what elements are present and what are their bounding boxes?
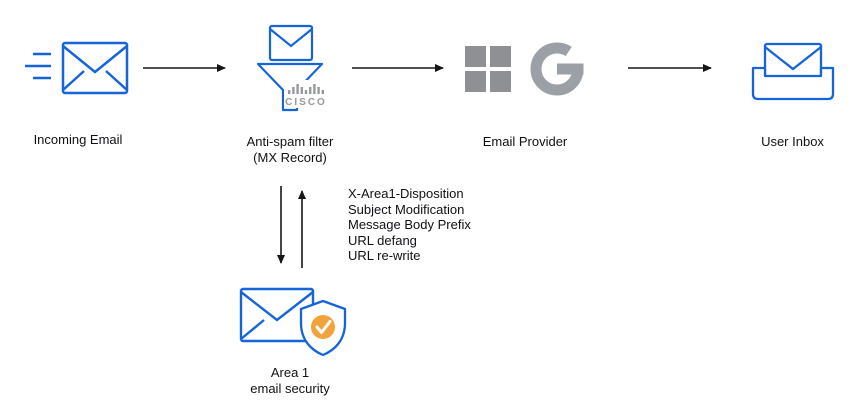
cisco-logo: CISCO [284, 80, 332, 108]
cisco-bars [288, 84, 324, 94]
antispam-filter-icon: CISCO [256, 24, 332, 112]
envelope-icon [61, 41, 129, 95]
modification-list: X-Area1-Disposition Subject Modification… [348, 186, 471, 264]
microsoft-logo [465, 46, 511, 92]
google-logo [530, 41, 585, 96]
provider-logos [465, 40, 585, 98]
modification-item: X-Area1-Disposition [348, 186, 464, 201]
check-circle [311, 315, 335, 339]
inbox-tray-icon [751, 66, 834, 101]
modification-item: Message Body Prefix [348, 217, 471, 232]
area1-security-icon [239, 287, 347, 357]
incoming-email-icon [25, 41, 129, 95]
email-provider-label: Email Provider [482, 134, 568, 149]
area1-label-line2: email security [250, 381, 330, 396]
user-inbox-label: User Inbox [761, 134, 824, 149]
incoming-email-label: Incoming Email [33, 132, 123, 147]
node-user-inbox: User Inbox [720, 42, 855, 150]
speed-lines [25, 52, 51, 80]
node-email-provider: Email Provider [445, 40, 605, 150]
cisco-wordmark: CISCO [285, 97, 327, 108]
antispam-filter-label-line2: (MX Record) [253, 150, 327, 165]
node-antispam-filter: CISCO Anti-spam filter (MX Record) [230, 24, 350, 166]
envelope-icon [268, 24, 314, 62]
node-incoming-email: Incoming Email [8, 40, 148, 148]
node-area1-email-security: Area 1 email security [227, 284, 353, 397]
user-inbox-icon [751, 42, 834, 101]
modification-item: URL re-write [348, 248, 421, 263]
area1-label-line1: Area 1 [270, 365, 310, 380]
antispam-filter-label-line1: Anti-spam filter [246, 134, 334, 149]
shield-check-icon [299, 299, 347, 357]
checkmark-icon [315, 320, 332, 334]
modification-item: Subject Modification [348, 201, 465, 217]
modification-item: URL defang [348, 232, 417, 248]
